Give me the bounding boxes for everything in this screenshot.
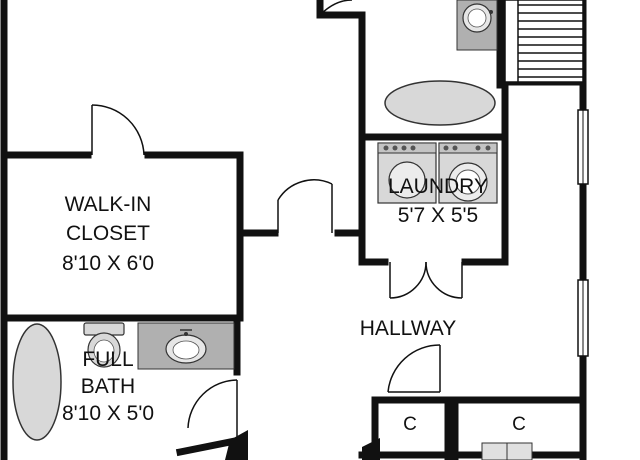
bathtub-icon	[12, 323, 62, 441]
closet-c-right: C	[512, 414, 526, 435]
laundry-name: LAUNDRY	[388, 175, 488, 198]
bathtub-icon	[384, 80, 496, 126]
door-swing-icon	[91, 104, 145, 156]
bath-name-line2: BATH	[81, 375, 135, 398]
stairs-icon	[504, 0, 584, 83]
washer-icon	[377, 142, 437, 204]
toilet-icon	[83, 322, 125, 368]
closet-name-line1: WALK-IN	[65, 193, 152, 216]
closet-name-line2: CLOSET	[66, 222, 150, 245]
laundry-dims: 5'7 X 5'5	[398, 204, 478, 227]
closet-dims: 8'10 X 6'0	[62, 252, 154, 275]
door-swing-icon	[277, 179, 333, 233]
bath-name-line1: FULL	[82, 348, 133, 371]
dryer-icon	[438, 142, 498, 204]
bath-dims: 8'10 X 5'0	[62, 402, 154, 425]
door-swing-icon	[187, 379, 238, 440]
window-icon	[577, 109, 589, 185]
hallway-name: HALLWAY	[360, 317, 456, 340]
closet-c-left: C	[403, 414, 417, 435]
door-swing-icon	[389, 261, 463, 299]
wall-fragment	[362, 438, 380, 460]
sink-icon	[456, 0, 498, 51]
door-swing-icon	[387, 344, 441, 393]
wall-fragment	[225, 430, 248, 460]
sink-icon	[137, 322, 235, 370]
door-swing-icon	[319, 0, 353, 16]
window-icon	[577, 279, 589, 357]
